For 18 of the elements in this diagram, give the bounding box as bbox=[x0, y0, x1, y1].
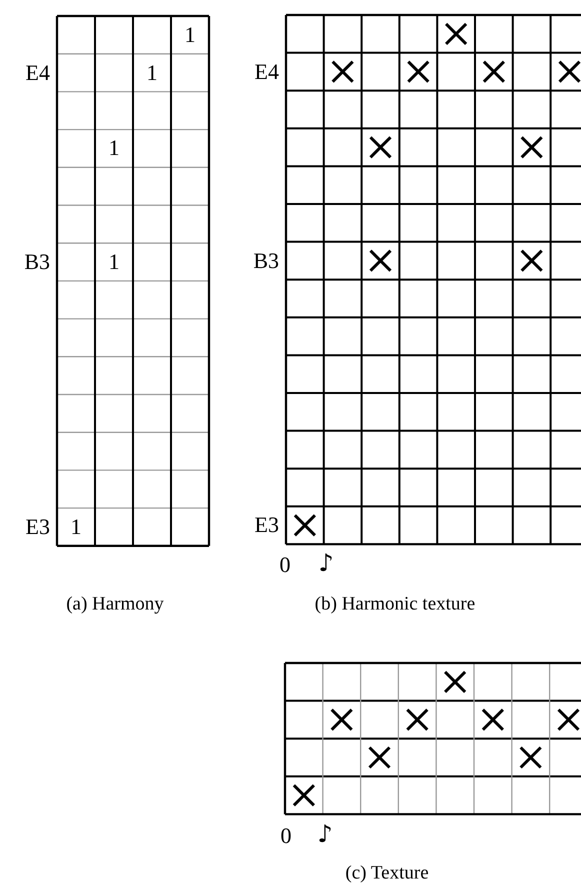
subfigure-caption: (b) Harmonic texture bbox=[314, 594, 476, 614]
pitch-label: E4 bbox=[254, 60, 279, 83]
eighth-note-symbol: ♪ bbox=[318, 551, 334, 575]
pitch-label: B3 bbox=[253, 250, 279, 272]
cell-value: 1 bbox=[146, 62, 158, 84]
time-label: 0 bbox=[280, 554, 290, 576]
pitch-label: B3 bbox=[24, 251, 50, 274]
eighth-note-symbol: ♪ bbox=[317, 822, 333, 846]
cell-value: 1 bbox=[108, 251, 120, 274]
cell-value: 1 bbox=[70, 516, 82, 538]
pitch-label: E4 bbox=[26, 62, 50, 84]
cell-value: 1 bbox=[108, 137, 120, 160]
pitch-label: E3 bbox=[254, 514, 279, 536]
pitch-label: E3 bbox=[26, 516, 50, 538]
cell-value: 1 bbox=[184, 24, 196, 46]
subfigure-caption: (c) Texture bbox=[345, 864, 429, 882]
time-label: 0 bbox=[280, 825, 292, 847]
subfigure-caption: (a) Harmony bbox=[66, 594, 164, 614]
